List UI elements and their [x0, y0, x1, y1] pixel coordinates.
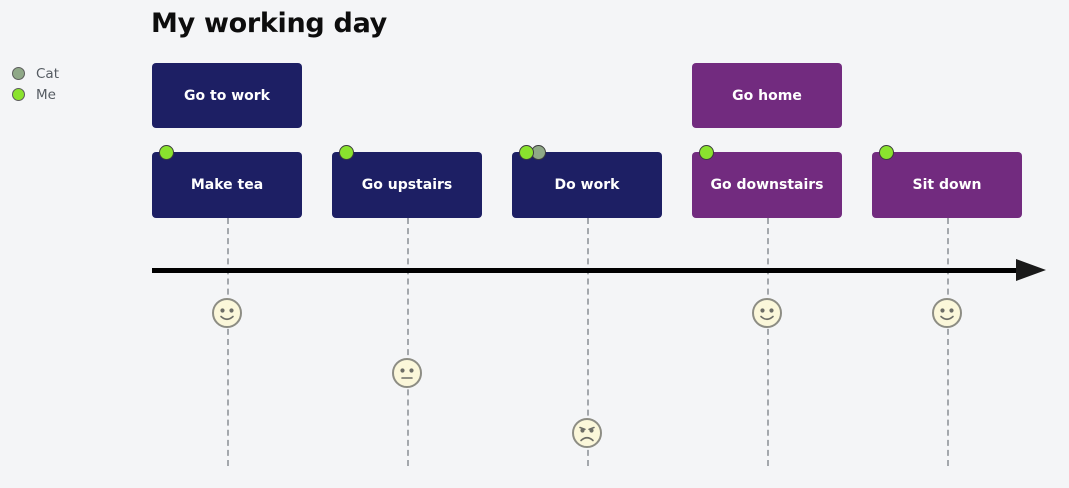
legend-item-label: Me [36, 86, 56, 103]
task-box-go-upstairs[interactable]: Go upstairs [332, 152, 482, 218]
task-label: Sit down [912, 177, 982, 193]
task-box-do-work[interactable]: Do work [512, 152, 662, 218]
circle-icon [12, 88, 25, 101]
task-label: Go upstairs [361, 177, 453, 193]
actor-marker-me[interactable] [699, 145, 714, 160]
task-box-go-to-work[interactable]: Go to work [152, 63, 302, 128]
legend-item-me[interactable]: Me [12, 84, 122, 105]
legend-item-label: Cat [36, 65, 59, 82]
connector-line [407, 218, 409, 466]
legend-item-cat[interactable]: Cat [12, 63, 122, 84]
timeline-arrow-icon [1016, 259, 1046, 281]
task-label: Make tea [190, 177, 264, 193]
timeline-axis-line [152, 268, 1020, 273]
sad-face-icon[interactable] [571, 417, 603, 449]
actor-marker-me[interactable] [159, 145, 174, 160]
task-box-go-downstairs[interactable]: Go downstairs [692, 152, 842, 218]
task-label: Go downstairs [710, 177, 824, 193]
actor-marker-me[interactable] [339, 145, 354, 160]
neutral-face-icon[interactable] [391, 357, 423, 389]
task-label: Go to work [184, 87, 270, 104]
task-box-make-tea[interactable]: Make tea [152, 152, 302, 218]
task-box-go-home[interactable]: Go home [692, 63, 842, 128]
connector-line [587, 218, 589, 466]
connector-line [947, 218, 949, 466]
actor-marker-me[interactable] [519, 145, 534, 160]
happy-face-icon[interactable] [931, 297, 963, 329]
actor-marker-me[interactable] [879, 145, 894, 160]
task-label: Do work [554, 177, 620, 193]
happy-face-icon[interactable] [751, 297, 783, 329]
page-title: My working day [151, 8, 387, 39]
connector-line [227, 218, 229, 466]
connector-line [767, 218, 769, 466]
circle-icon [12, 67, 25, 80]
happy-face-icon[interactable] [211, 297, 243, 329]
task-label: Go home [732, 87, 802, 104]
task-box-sit-down[interactable]: Sit down [872, 152, 1022, 218]
